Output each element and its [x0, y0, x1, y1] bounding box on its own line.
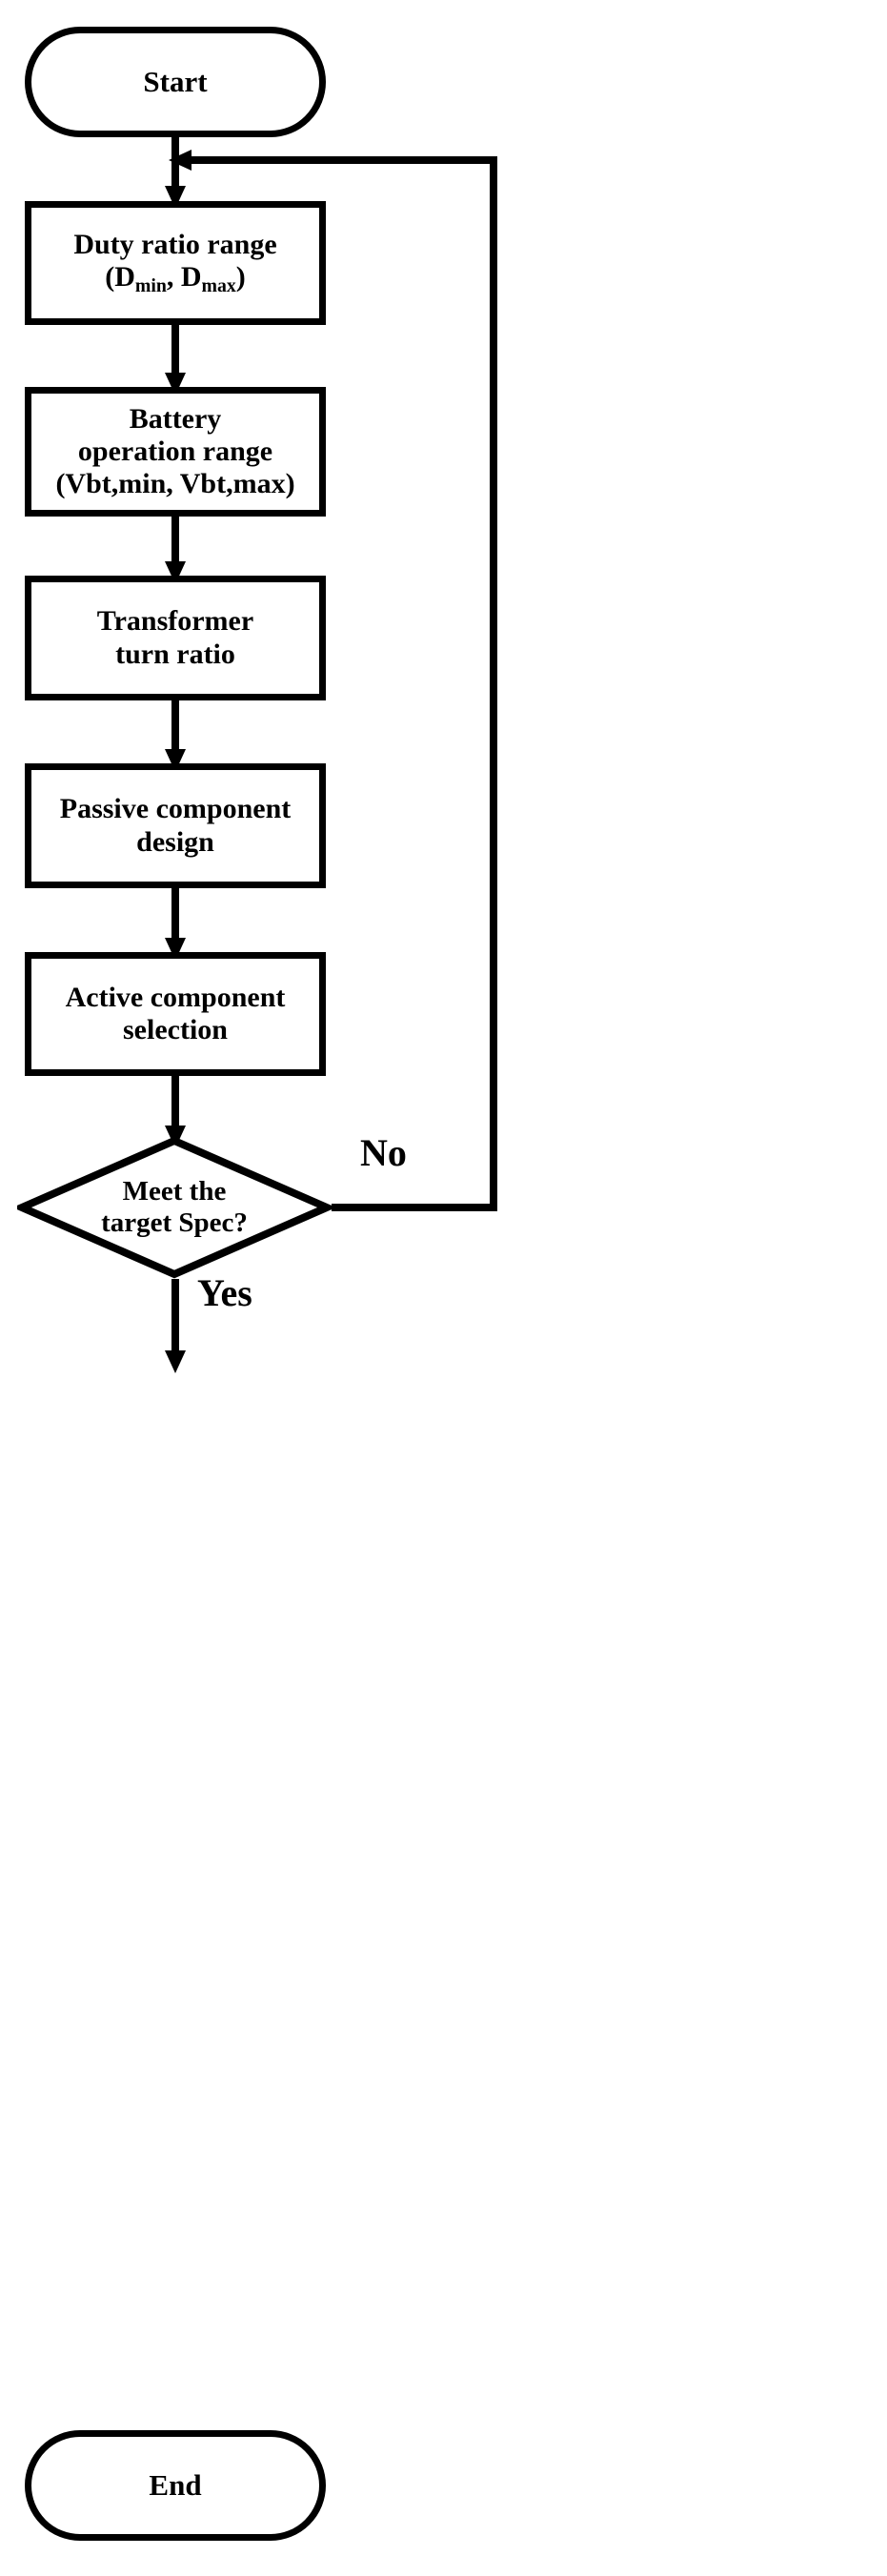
node-active-line2: selection	[123, 1014, 228, 1045]
edge-label-no: No	[360, 1131, 407, 1174]
duty-sub-min: min	[134, 275, 167, 297]
node-start-label: Start	[143, 65, 208, 98]
node-transformer-line2: turn ratio	[115, 638, 235, 670]
node-battery-operation-range[interactable]: Battery operation range (Vbt,min, Vbt,ma…	[25, 387, 326, 517]
node-passive-component-design[interactable]: Passive component design	[25, 763, 326, 888]
node-passive-text: Passive component design	[60, 793, 292, 858]
node-passive-line2: design	[136, 825, 214, 858]
node-decision-line1: Meet the	[122, 1175, 227, 1207]
node-transformer-line1: Transformer	[96, 605, 254, 638]
node-duty-ratio-range-text: Duty ratio range (Dmin, Dmax)	[73, 229, 276, 297]
node-battery-line1: Battery	[129, 402, 222, 435]
node-decision-text: Meet the target Spec?	[17, 1136, 332, 1279]
node-transformer-text: Transformer turn ratio	[97, 605, 253, 670]
node-decision-meet-target-spec[interactable]: Meet the target Spec?	[17, 1136, 332, 1279]
node-active-component-selection[interactable]: Active component selection	[25, 952, 326, 1076]
node-passive-line1: Passive component	[59, 793, 292, 825]
node-end[interactable]: End	[25, 2430, 326, 2541]
node-duty-line2: (Dmin, Dmax)	[73, 261, 276, 297]
edge-label-yes: Yes	[197, 1271, 252, 1314]
node-battery-line2: operation range	[77, 435, 273, 467]
node-decision-line2: target Spec?	[101, 1207, 248, 1238]
node-transformer-turn-ratio[interactable]: Transformer turn ratio	[25, 576, 326, 700]
node-duty-ratio-range[interactable]: Duty ratio range (Dmin, Dmax)	[25, 201, 326, 325]
node-active-line1: Active component	[65, 981, 286, 1013]
node-duty-line1: Duty ratio range	[73, 229, 277, 261]
duty-paren-close: )	[235, 261, 246, 294]
duty-paren-open: (D	[105, 261, 135, 294]
duty-sub-max: max	[201, 275, 236, 297]
node-battery-line3: (Vbt,min, Vbt,max)	[55, 468, 295, 500]
node-start[interactable]: Start	[25, 27, 326, 137]
decision-diamond-shape	[17, 1136, 332, 1279]
node-battery-text: Battery operation range (Vbt,min, Vbt,ma…	[55, 403, 294, 501]
node-end-label: End	[149, 2468, 202, 2502]
node-active-text: Active component selection	[66, 982, 286, 1046]
duty-mid: , D	[166, 261, 202, 294]
